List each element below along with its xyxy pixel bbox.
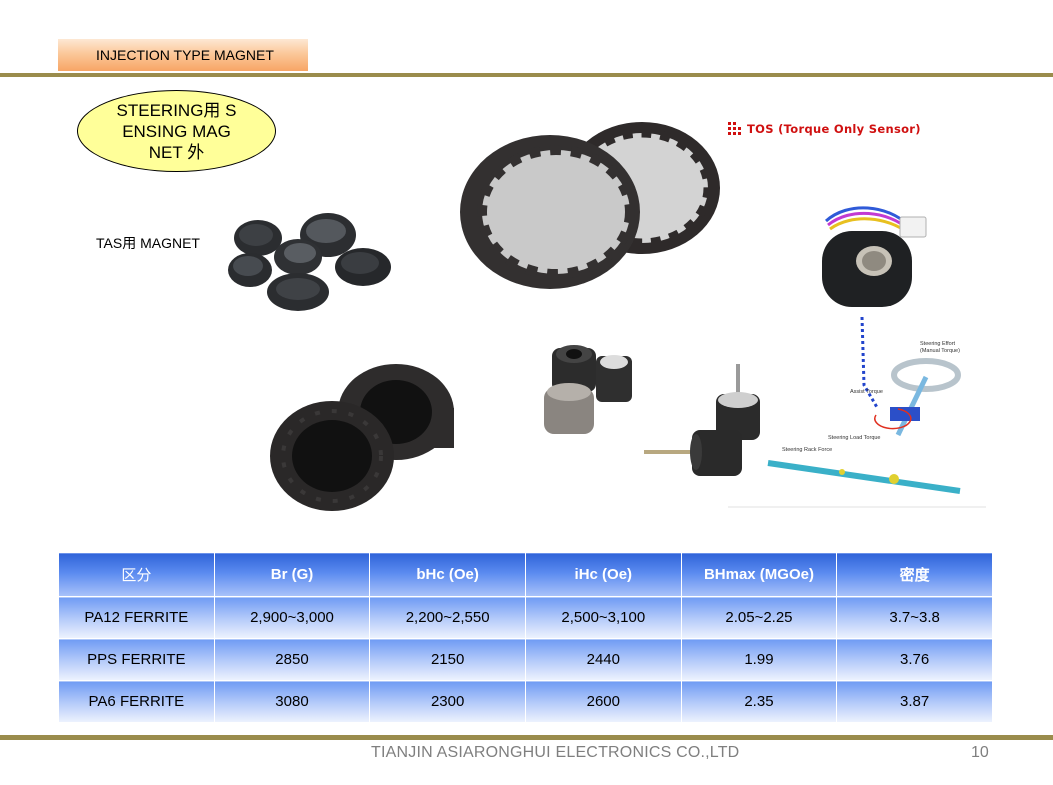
diagram-label-assist-torque: Assist Torque xyxy=(850,389,883,395)
table-header-row: 区分 Br (G) bHc (Oe) iHc (Oe) BHmax (MGOe)… xyxy=(58,552,993,597)
table-cell: 3080 xyxy=(213,680,371,723)
cylinder-ring-magnets-photo xyxy=(270,364,454,511)
table-cell: 2440 xyxy=(524,638,682,681)
table-cell: 2,500~3,100 xyxy=(524,596,682,639)
diagram-label-steering-rack-force: Steering Rack Force xyxy=(782,447,832,453)
table-row: PPS FERRITE 2850 2150 2440 1.99 3.76 xyxy=(58,638,993,681)
top-divider xyxy=(0,73,1053,77)
header-cell-ihc: iHc (Oe) xyxy=(524,552,682,597)
small-shaft-magnets-photo xyxy=(544,345,632,434)
pin-shaft-magnets-photo xyxy=(644,364,760,476)
table-cell: PA6 FERRITE xyxy=(58,680,215,723)
table-cell: 2.05~2.25 xyxy=(680,596,838,639)
bottom-divider xyxy=(0,735,1053,740)
table-cell: 2600 xyxy=(524,680,682,723)
table-cell: 2850 xyxy=(213,638,371,681)
table-cell: 2,200~2,550 xyxy=(369,596,526,639)
magnet-properties-table: 区分 Br (G) bHc (Oe) iHc (Oe) BHmax (MGOe)… xyxy=(58,552,993,723)
diagram-label-steering-load-torque: Steering Load Torque xyxy=(828,435,881,441)
header-cell-bhmax: BHmax (MGOe) xyxy=(680,552,838,597)
table-cell: 2300 xyxy=(369,680,526,723)
callout-text: STEERING用 S ENSING MAG NET 外 xyxy=(116,100,237,162)
tos-text: TOS (Torque Only Sensor) xyxy=(747,122,921,136)
table-cell: PA12 FERRITE xyxy=(58,596,215,639)
diagram-label-manual-torque: (Manual Torque) xyxy=(920,348,960,354)
diagram-label-steering-effort: Steering Effort xyxy=(920,341,956,347)
table-cell: 2150 xyxy=(369,638,526,681)
steering-sensing-callout: STEERING用 S ENSING MAG NET 外 xyxy=(77,90,276,172)
slide-title: INJECTION TYPE MAGNET xyxy=(96,47,274,63)
table-cell: PPS FERRITE xyxy=(58,638,215,681)
slide-footer: TIANJIN ASIARONGHUI ELECTRONICS CO.,LTD … xyxy=(0,744,1053,764)
header-cell-br: Br (G) xyxy=(213,552,371,597)
page-number: 10 xyxy=(971,744,989,761)
table-cell: 3.7~3.8 xyxy=(836,596,993,639)
header-cell-category: 区分 xyxy=(58,552,215,597)
table-row: PA6 FERRITE 3080 2300 2600 2.35 3.87 xyxy=(58,680,993,723)
tas-magnet-label: TAS用 MAGNET xyxy=(96,235,200,251)
company-name: TIANJIN ASIARONGHUI ELECTRONICS CO.,LTD xyxy=(371,744,740,761)
slide-title-tab: INJECTION TYPE MAGNET xyxy=(58,39,308,71)
table-cell: 1.99 xyxy=(680,638,838,681)
table-cell: 2,900~3,000 xyxy=(213,596,371,639)
table-row: PA12 FERRITE 2,900~3,000 2,200~2,550 2,5… xyxy=(58,596,993,639)
table-cell: 3.76 xyxy=(836,638,993,681)
table-cell: 2.35 xyxy=(680,680,838,723)
torque-sensor-photo xyxy=(822,206,927,307)
steering-system-diagram: Steering Effort (Manual Torque) Assist T… xyxy=(728,316,986,508)
tas-magnets-photo xyxy=(228,213,391,311)
tos-logo-icon xyxy=(728,122,741,135)
table-cell: 3.87 xyxy=(836,680,993,723)
header-cell-density: 密度 xyxy=(836,552,993,597)
header-cell-bhc: bHc (Oe) xyxy=(369,552,526,597)
toothed-ring-magnets-photo xyxy=(460,122,720,289)
tos-label: TOS (Torque Only Sensor) xyxy=(728,122,921,136)
